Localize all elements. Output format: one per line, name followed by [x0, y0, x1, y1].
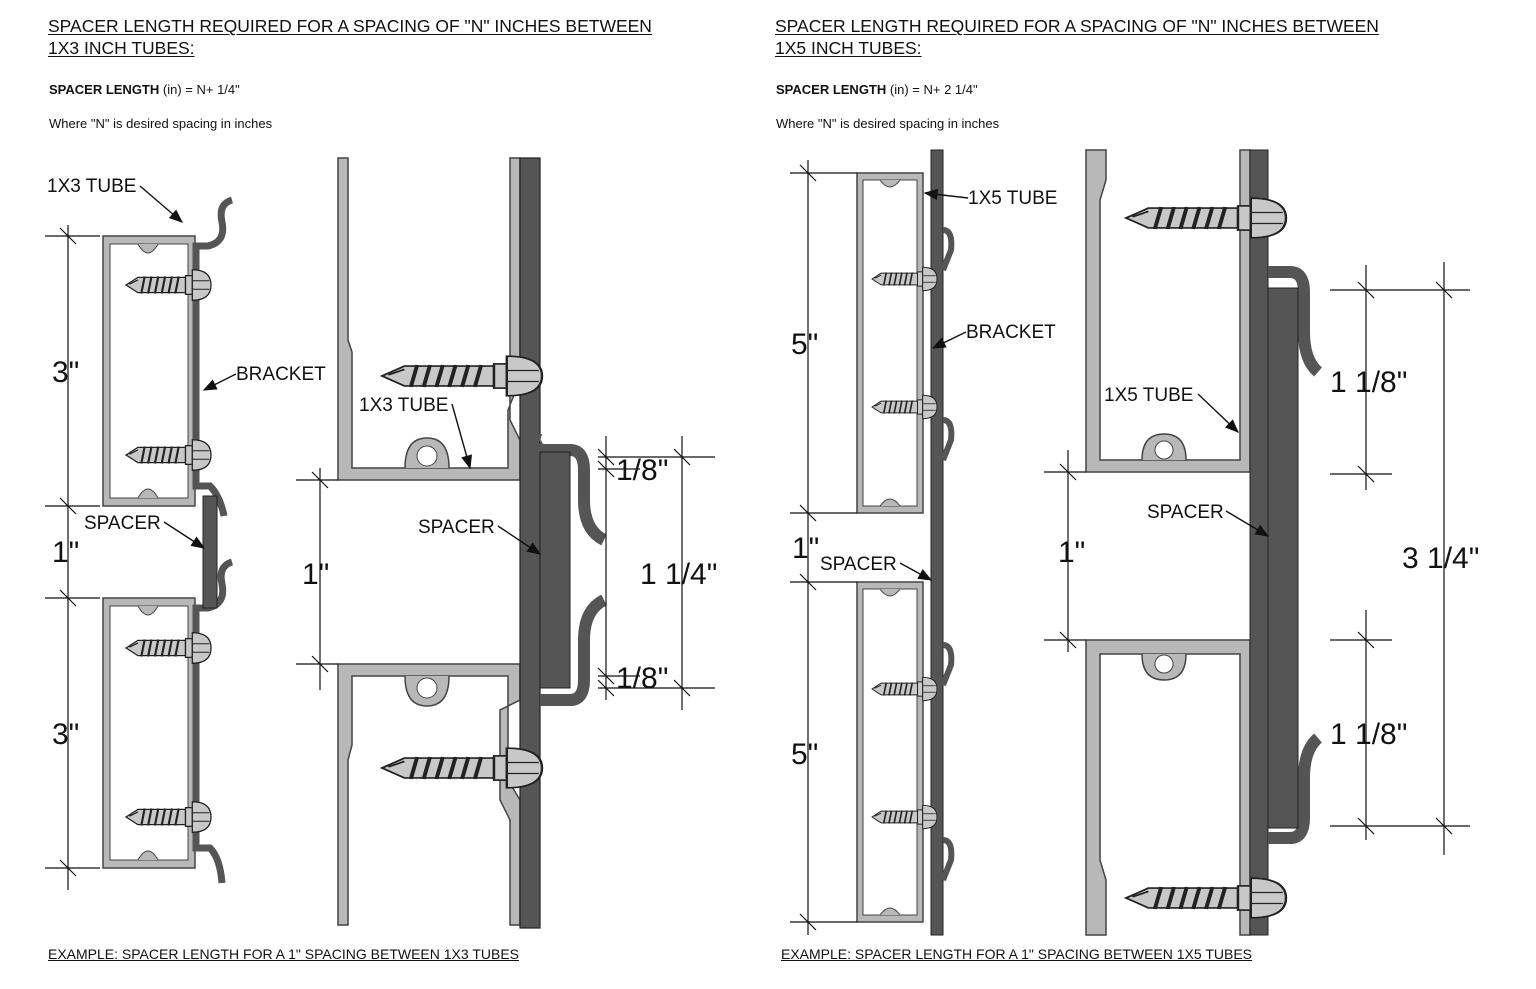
where-note-1x5: Where "N" is desired spacing in inches	[776, 116, 1000, 131]
spacer-1x3-large	[539, 451, 571, 689]
dim-line-1x5-large	[1044, 262, 1470, 855]
example-caption-1x5: EXAMPLE: SPACER LENGTH FOR A 1" SPACING …	[781, 946, 1252, 962]
tube-1x3-bottom	[102, 597, 196, 869]
callout-tube-1x5-small: 1X5 TUBE	[968, 188, 1057, 209]
panel-1x3: SPACER LENGTH REQUIRED FOR A SPACING OF …	[0, 0, 760, 989]
callout-bracket-1x3: BRACKET	[236, 364, 326, 385]
tube-1x5-top	[856, 172, 924, 514]
heading-1x5-line1: SPACER LENGTH REQUIRED FOR A SPACING OF …	[775, 16, 1379, 36]
where-note-1x3: Where "N" is desired spacing in inches	[49, 116, 273, 131]
bracket-1x5-large	[1249, 149, 1269, 936]
callout-tube-1x5-large: 1X5 TUBE	[1104, 385, 1193, 406]
dim-eighth-bottom-1x5: 1 1/8"	[1330, 718, 1407, 751]
dim-bottom-tube-1x5: 5"	[791, 738, 818, 771]
heading-1x3-line1: SPACER LENGTH REQUIRED FOR A SPACING OF …	[48, 16, 652, 36]
bracket-hook-top-1x3	[529, 433, 608, 546]
dim-eighth-top-1x5: 1 1/8"	[1330, 366, 1407, 399]
bracket-hook-bottom-1x3	[540, 594, 608, 706]
tube-1x5-large-bottom	[1085, 639, 1251, 936]
formula-label: SPACER LENGTH	[776, 82, 887, 97]
screw-1x5-large-bottom	[1126, 878, 1286, 918]
dim-line-1x3-large	[296, 436, 715, 710]
dim-gap-small-1x3: 1"	[52, 536, 79, 569]
callout-spacer-1x3-large: SPACER	[418, 517, 495, 538]
dim-gap-small-1x5: 1"	[792, 532, 819, 565]
dim-total-1x5: 3 1/4"	[1402, 542, 1479, 575]
formula-label: SPACER LENGTH	[49, 82, 160, 97]
tube-1x3-large-top	[337, 157, 521, 481]
dim-top-tube-1x5: 5"	[791, 328, 818, 361]
dim-bottom-tube-1x3: 3"	[52, 718, 79, 751]
formula-expression: (in) = N+ 1/4"	[162, 82, 240, 97]
tube-1x5-bottom	[856, 581, 924, 923]
callout-tube-1x3-small: 1X3 TUBE	[47, 176, 136, 197]
callout-spacer-1x3-small: SPACER	[84, 513, 161, 534]
heading-1x3-line2: 1X3 INCH TUBES:	[48, 38, 195, 58]
example-caption-1x3: EXAMPLE: SPACER LENGTH FOR A 1" SPACING …	[48, 946, 519, 962]
heading-1x5-line2: 1X5 INCH TUBES:	[775, 38, 922, 58]
spacer-1x5-large	[1267, 287, 1299, 829]
dim-eighth-top-1x3: 1/8"	[616, 454, 668, 487]
callout-spacer-1x5-large: SPACER	[1147, 502, 1224, 523]
spacer-1x3-small	[202, 495, 218, 609]
callout-spacer-1x5-small: SPACER	[820, 554, 897, 575]
bracket-hook-bottom-1x5	[1268, 733, 1323, 844]
callout-tube-1x3-large: 1X3 TUBE	[359, 395, 448, 416]
screw-1x5-large-top	[1126, 198, 1286, 238]
formula-expression: (in) = N+ 2 1/4"	[889, 82, 978, 97]
dim-total-1x3: 1 1/4"	[640, 558, 717, 591]
dim-line-1x5-small	[790, 160, 857, 935]
formula-1x5: SPACER LENGTH (in) = N+ 2 1/4"	[776, 82, 978, 97]
callout-bracket-1x5: BRACKET	[966, 322, 1056, 343]
screw-1x3-large-top	[382, 356, 542, 396]
dim-gap-large-1x5: 1"	[1058, 536, 1085, 569]
formula-1x3: SPACER LENGTH (in) = N+ 1/4"	[49, 82, 240, 97]
tube-1x3-large-bottom	[337, 663, 521, 926]
screw-1x3-large-bottom	[382, 748, 542, 788]
tube-1x3-top	[102, 235, 196, 507]
dim-eighth-bottom-1x3: 1/8"	[616, 662, 668, 695]
dim-top-tube-1x3: 3"	[52, 356, 79, 389]
bracket-hook-top-1x5	[1268, 266, 1323, 377]
panel-1x5: SPACER LENGTH REQUIRED FOR A SPACING OF …	[768, 0, 1528, 989]
dim-gap-large-1x3: 1"	[302, 558, 329, 591]
dim-line-1x3-small	[45, 225, 100, 890]
tube-1x5-large-top	[1085, 149, 1251, 473]
